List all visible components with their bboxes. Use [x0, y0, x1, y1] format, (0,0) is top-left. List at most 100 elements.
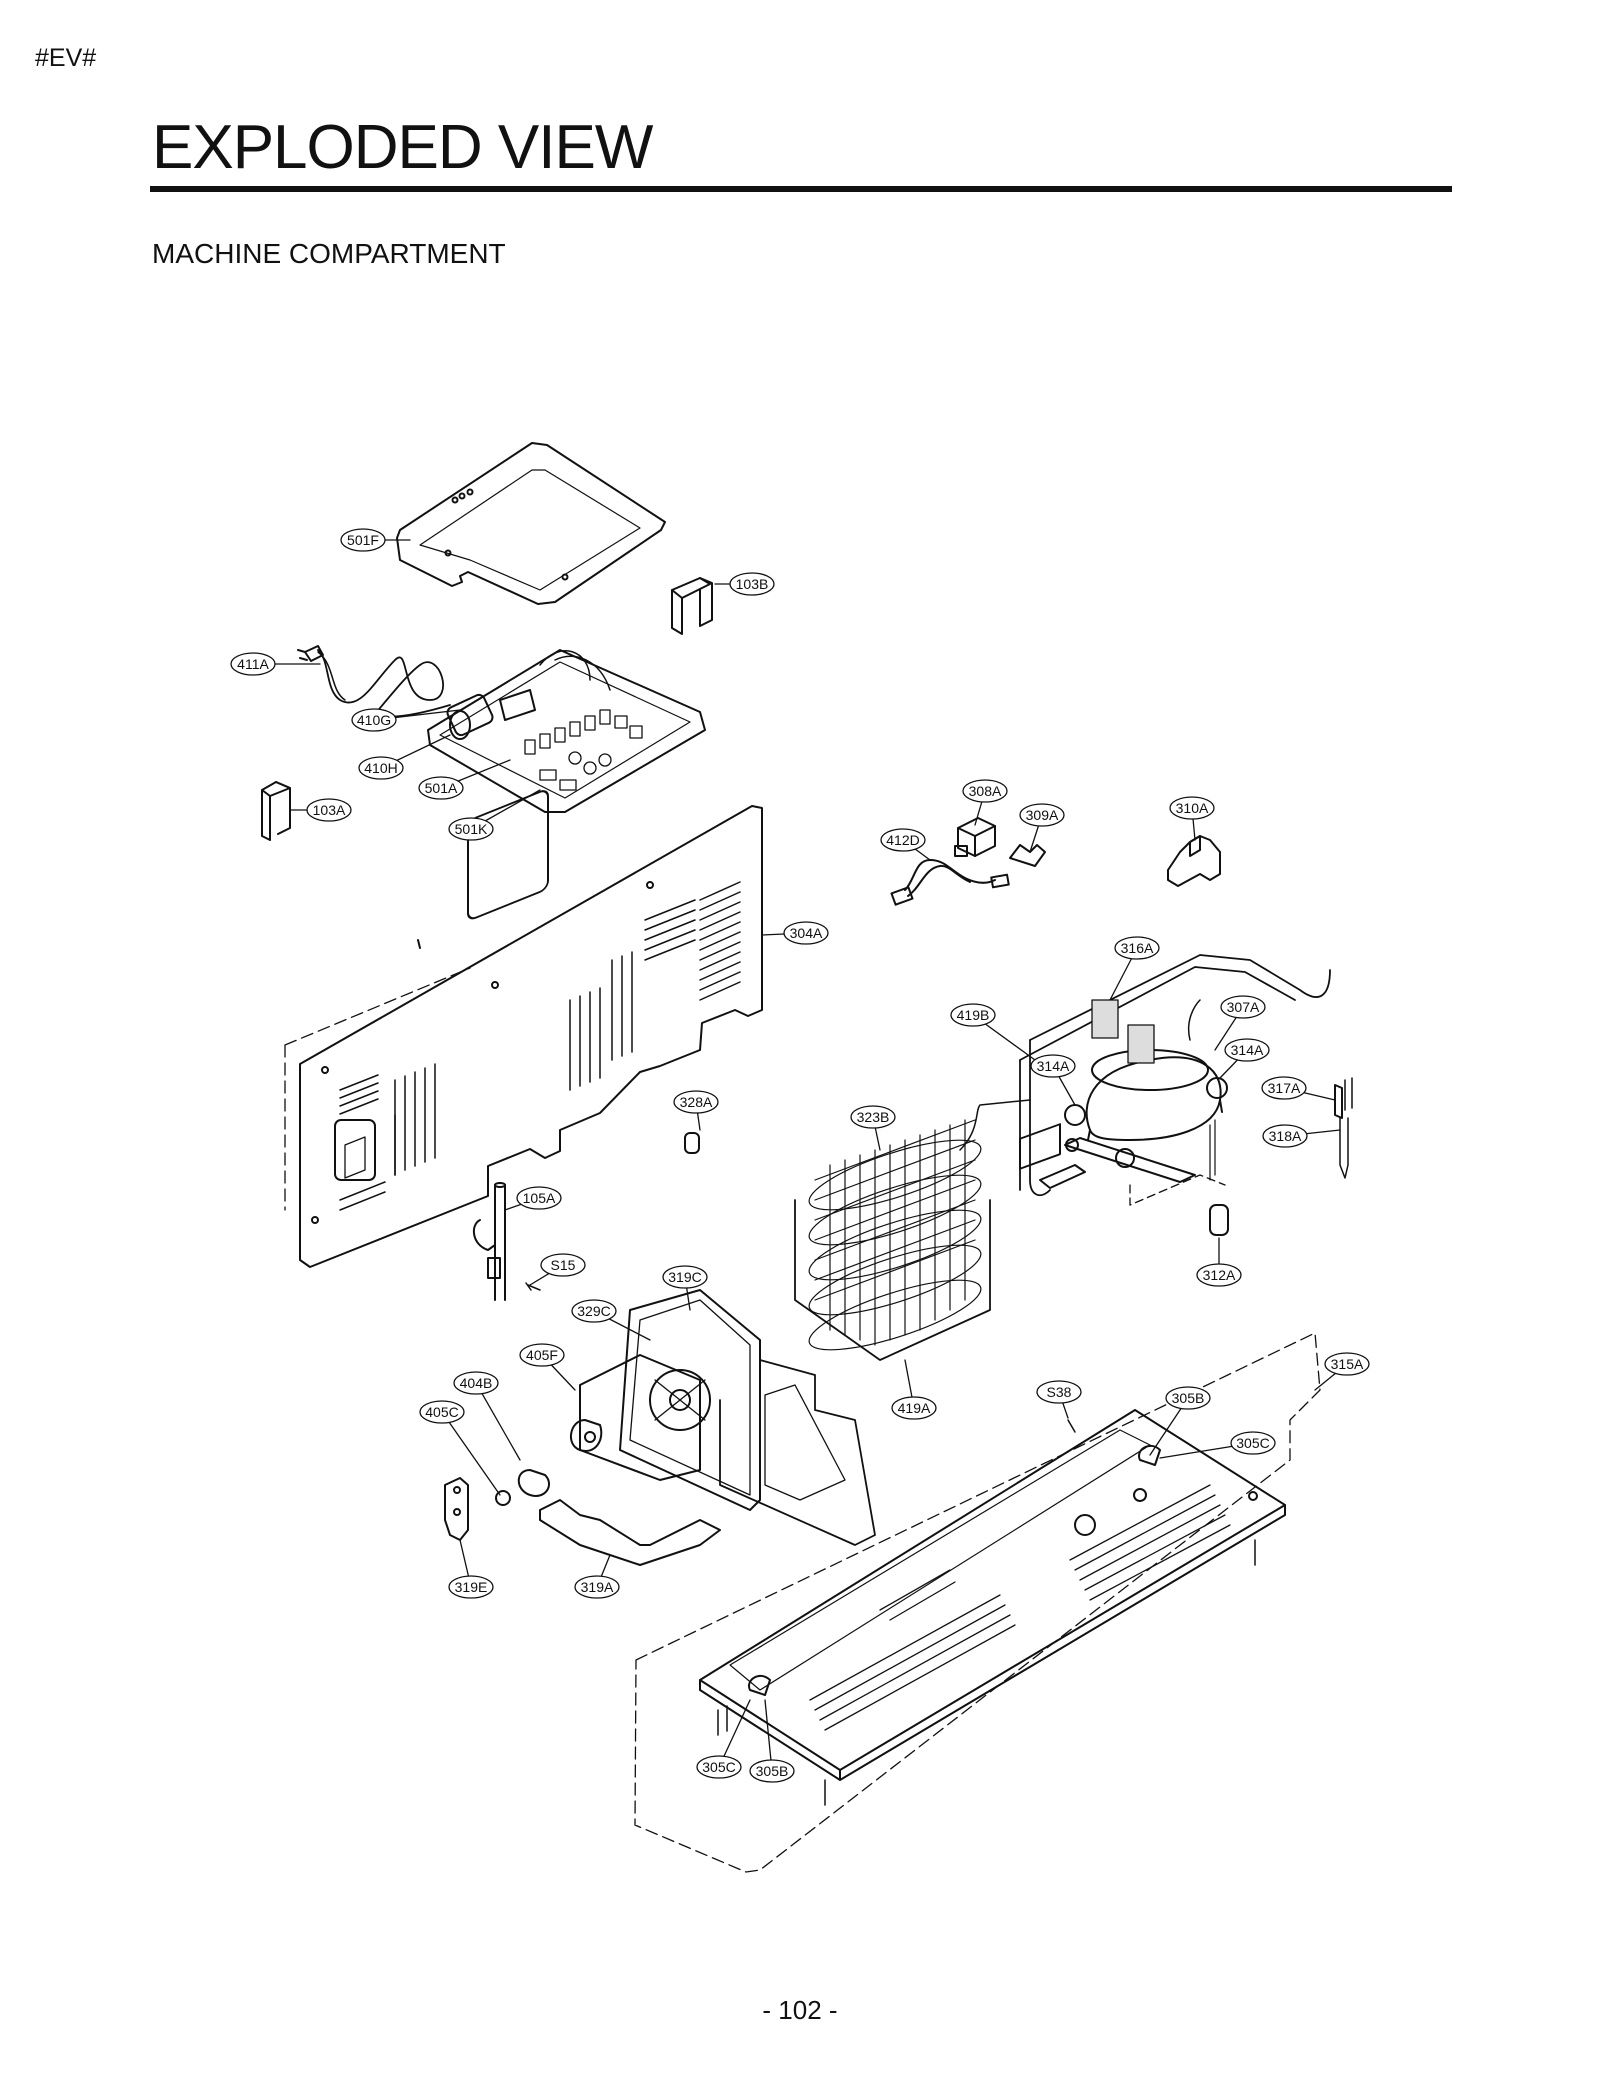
callout-part-309a: 309A [1019, 803, 1065, 853]
pcb-assembly-drawing [427, 649, 706, 813]
base-plate-drawing [634, 1123, 1321, 1873]
callout-oval [448, 817, 494, 841]
callout-label: S15 [551, 1257, 576, 1273]
callout-oval [962, 779, 1008, 803]
callout-label: 318A [1269, 1128, 1302, 1144]
callout-part-410h: 410H [358, 734, 451, 780]
callout-main-pcb-501a: 501A [418, 759, 511, 800]
callout-oval [1030, 1054, 1076, 1078]
callout-fan-motor-404b: 404B [453, 1371, 521, 1461]
callout-oval [1230, 1431, 1276, 1455]
callout-oval [571, 1299, 617, 1323]
callout-oval [1019, 803, 1065, 827]
pcb-cover-drawing [396, 442, 666, 605]
callout-pcb-case-501k: 501K [448, 789, 541, 841]
drain-pipe-drawing [472, 1182, 506, 1301]
callout-label: 305C [702, 1759, 735, 1775]
callout-label: 312A [1203, 1267, 1236, 1283]
callout-label: S38 [1047, 1384, 1072, 1400]
callout-oval [540, 1253, 586, 1277]
callout-fan-405f: 405F [519, 1343, 576, 1391]
callout-oval [574, 1575, 620, 1599]
condenser-drawing [794, 1099, 1031, 1361]
callout-roller-305c-bottom: 305C [696, 1699, 751, 1779]
callout-label-316a: 316A [1109, 936, 1160, 1001]
callout-label: 309A [1026, 807, 1059, 823]
callout-condenser-323b: 323B [850, 1105, 896, 1151]
callout-oval [230, 652, 276, 676]
callout-label: 105A [523, 1190, 556, 1206]
callout-roller-305b-top: 305B [1149, 1386, 1211, 1456]
callout-label: 405C [425, 1404, 458, 1420]
callout-fan-bracket-319a: 319A [574, 1554, 620, 1599]
callout-layer: 501F103B411A410G410H501A501K103A308A309A… [230, 528, 1370, 1783]
callout-pcb-cover-501f: 501F [340, 528, 411, 552]
callout-oval [891, 1396, 937, 1420]
part-328a-drawing [684, 1132, 700, 1154]
callout-oval [950, 1003, 996, 1027]
callout-label: 305B [1172, 1390, 1205, 1406]
callout-tube-419a: 419A [891, 1359, 937, 1420]
callout-oval [1324, 1352, 1370, 1376]
callout-label: 410H [364, 760, 397, 776]
callout-label: 308A [969, 783, 1002, 799]
part-317a-318a-drawing [1334, 1077, 1353, 1179]
callout-oval [1169, 796, 1215, 820]
part-308a-drawing [957, 817, 996, 857]
callout-label: 310A [1176, 800, 1209, 816]
callout-oval [1262, 1124, 1308, 1148]
callout-label: 315A [1331, 1356, 1364, 1372]
title-rule [150, 186, 1452, 192]
page-number: - 102 - [762, 1995, 838, 2025]
bracket-103b-drawing [671, 577, 713, 635]
callout-oval [1165, 1386, 1211, 1410]
callout-oval [850, 1105, 896, 1129]
fan-assembly-drawing [517, 1289, 876, 1566]
callout-oval [1261, 1076, 1307, 1100]
callout-label: 319E [455, 1579, 488, 1595]
callout-oval [729, 572, 775, 596]
leader-line [475, 1382, 521, 1461]
callout-label: 405F [526, 1347, 558, 1363]
callout-label: 404B [460, 1375, 493, 1391]
callout-grommet-314a-right: 314A [1219, 1038, 1270, 1079]
callout-oval [1114, 936, 1160, 960]
callout-compressor-307a: 307A [1214, 995, 1266, 1051]
callout-label: 501K [455, 821, 488, 837]
callout-label: 307A [1227, 999, 1260, 1015]
callout-part-308a: 308A [962, 779, 1008, 826]
callout-label: 316A [1121, 940, 1154, 956]
callout-label: 501F [347, 532, 379, 548]
callout-oval [673, 1090, 719, 1114]
callout-oval [448, 1575, 494, 1599]
callout-label: 419A [898, 1400, 931, 1416]
callout-oval [880, 828, 926, 852]
callout-part-410g: 410G [351, 708, 461, 732]
rear-cover-drawing [284, 790, 763, 1268]
callout-roller-305c-top: 305C [1159, 1431, 1276, 1459]
callout-label: 328A [680, 1094, 713, 1110]
screw-s38-drawing [1067, 1419, 1076, 1433]
callout-label: 103A [313, 802, 346, 818]
callout-drain-pipe-105a: 105A [504, 1186, 562, 1211]
leader-line [441, 1411, 501, 1496]
callout-label: 412D [886, 832, 919, 848]
callout-rear-cover-304a: 304A [761, 921, 829, 945]
callout-oval [358, 756, 404, 780]
callout-oval [340, 528, 386, 552]
screw-s15-drawing [525, 1282, 541, 1291]
callout-label: 319A [581, 1579, 614, 1595]
callout-part-317a: 317A [1261, 1076, 1336, 1101]
callout-part-319e: 319E [448, 1539, 494, 1599]
callout-oval [351, 708, 397, 732]
callout-roller-305b-bottom: 305B [749, 1699, 795, 1783]
bracket-103a-drawing [261, 781, 291, 841]
callout-power-cord-411a: 411A [230, 652, 321, 676]
callout-oval [419, 1400, 465, 1424]
callout-label: 323B [857, 1109, 890, 1125]
callout-oval [749, 1759, 795, 1783]
callout-oval [662, 1265, 708, 1289]
callout-oval [306, 798, 352, 822]
callout-grommet-314a-left: 314A [1030, 1054, 1076, 1106]
